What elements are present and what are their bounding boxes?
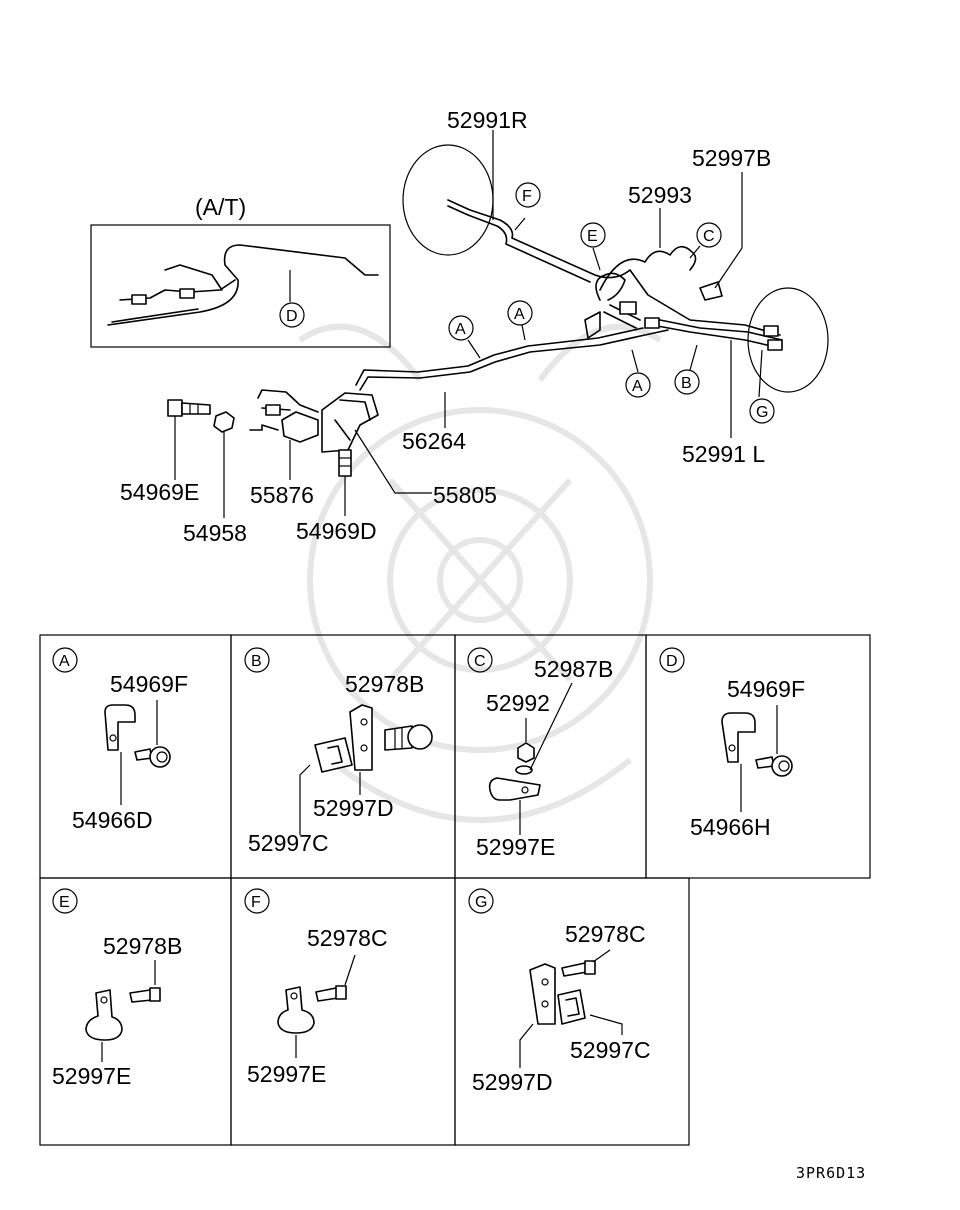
callout-b: B	[674, 369, 700, 395]
label-54969E: 54969E	[120, 479, 199, 505]
svg-text:E: E	[59, 894, 70, 911]
detail-c-nut-label: 52992	[486, 690, 550, 716]
callout-a2: A	[507, 300, 533, 326]
detail-e-bolt-label: 52978B	[103, 933, 182, 959]
svg-text:A: A	[455, 321, 466, 338]
label-52991L: 52991 L	[682, 441, 765, 467]
footer-code: 3PR6D13	[796, 1164, 866, 1182]
detail-f-bolt-label: 52978C	[307, 925, 388, 951]
detail-d-clamp-label: 54966H	[690, 814, 771, 840]
detail-a: A 54969F 54966D	[52, 647, 188, 833]
detail-c: C 52987B 52992 52997E	[467, 647, 613, 860]
svg-text:A: A	[632, 378, 643, 395]
detail-grid	[39, 634, 871, 1146]
svg-text:F: F	[522, 188, 532, 205]
callout-a3: A	[625, 372, 651, 398]
detail-g-bolt-label: 52978C	[565, 921, 646, 947]
variant-label: (A/T)	[195, 194, 246, 220]
detail-e: E 52978B 52997E	[52, 888, 182, 1089]
main-assembly: (A/T)	[90, 130, 829, 518]
label-56264: 56264	[402, 428, 466, 454]
label-52991R: 52991R	[447, 107, 528, 133]
detail-g-clip-label: 52997C	[570, 1037, 651, 1063]
detail-b: B 52978B 52997D 52997C	[244, 647, 433, 856]
detail-f-clamp-label: 52997E	[247, 1061, 326, 1087]
callout-e: E	[580, 222, 606, 248]
svg-text:D: D	[286, 308, 298, 325]
detail-g: G 52978C 52997C 52997D	[468, 888, 651, 1095]
svg-text:E: E	[587, 228, 598, 245]
detail-b-bracket-label: 52997D	[313, 795, 394, 821]
detail-b-clip-label: 52997C	[248, 830, 329, 856]
svg-text:C: C	[703, 228, 715, 245]
detail-g-bracket-label: 52997D	[472, 1069, 553, 1095]
callout-a1: A	[448, 315, 474, 341]
svg-text:C: C	[474, 653, 486, 670]
detail-c-clamp-label: 52997E	[476, 834, 555, 860]
label-54958: 54958	[183, 520, 247, 546]
svg-text:F: F	[251, 894, 261, 911]
callout-c: C	[696, 222, 722, 248]
callout-g: G	[749, 398, 775, 424]
callout-d: D	[279, 302, 305, 328]
detail-a-bolt-label: 54969F	[110, 671, 188, 697]
detail-a-clamp-label: 54966D	[72, 807, 153, 833]
detail-e-clamp-label: 52997E	[52, 1063, 131, 1089]
svg-text:D: D	[666, 653, 678, 670]
svg-text:G: G	[475, 894, 487, 911]
at-inset: (A/T)	[90, 194, 391, 348]
label-54969D: 54969D	[296, 518, 377, 544]
detail-d-bolt-label: 54969F	[727, 676, 805, 702]
label-52997B: 52997B	[692, 145, 771, 171]
svg-text:A: A	[59, 653, 70, 670]
label-55876: 55876	[250, 482, 314, 508]
svg-text:B: B	[251, 653, 262, 670]
label-55805: 55805	[433, 482, 497, 508]
detail-c-washer-label: 52987B	[534, 656, 613, 682]
svg-text:A: A	[514, 306, 525, 323]
label-52993: 52993	[628, 182, 692, 208]
svg-text:G: G	[756, 404, 768, 421]
svg-text:B: B	[681, 375, 692, 392]
callout-f: F	[515, 182, 541, 208]
detail-b-bolt-label: 52978B	[345, 671, 424, 697]
detail-f: F 52978C 52997E	[244, 888, 388, 1087]
detail-d: D 54969F 54966H	[659, 647, 805, 840]
